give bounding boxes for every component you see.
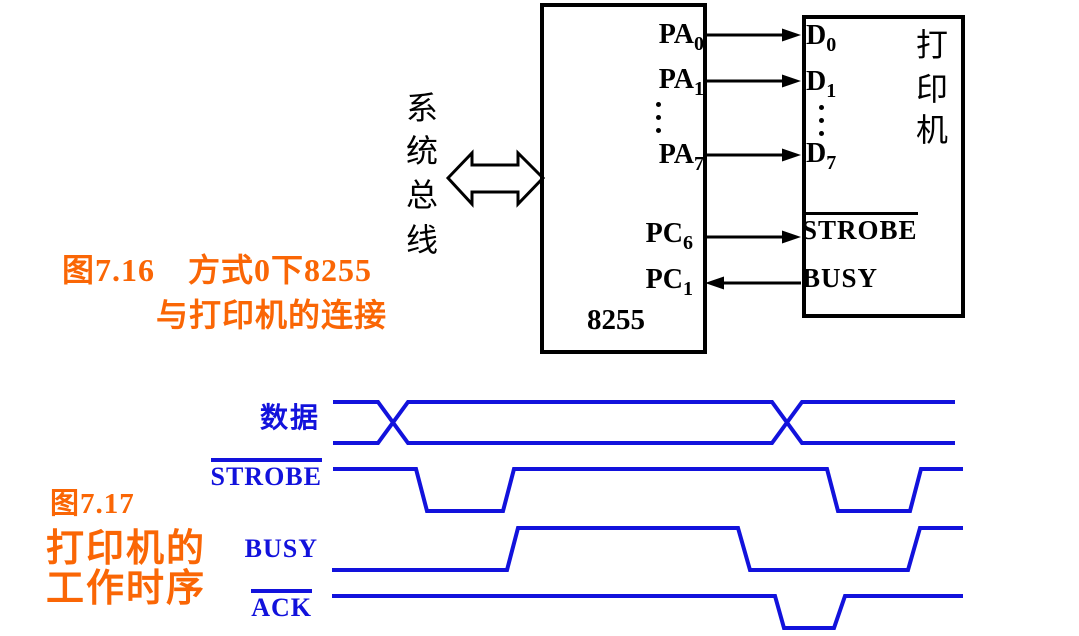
system-bus-char-1: 系 bbox=[406, 90, 439, 126]
printer-box bbox=[802, 15, 965, 318]
printer-name-char-2: 印 bbox=[916, 71, 949, 107]
signal-label-strobe: STROBE bbox=[210, 458, 322, 490]
printer-name-char-1: 打 bbox=[916, 27, 949, 63]
system-bus-double-arrow-icon bbox=[445, 149, 546, 208]
pin-d1: D1 bbox=[806, 66, 837, 102]
pin-pc6: PC6 bbox=[645, 218, 693, 254]
waveform-data-bus-b bbox=[333, 400, 955, 445]
chip-8255-box bbox=[540, 3, 707, 354]
pin-pa1: PA1 bbox=[658, 64, 704, 100]
pin-pa7: PA7 bbox=[658, 139, 704, 175]
figure-716-caption-line1: 图7.16 方式0下8255 bbox=[62, 252, 373, 288]
system-bus-char-2: 统 bbox=[406, 133, 439, 169]
pin-pa0: PA0 bbox=[658, 19, 704, 55]
signal-label-ack: ACK bbox=[251, 589, 312, 621]
system-bus-char-3: 总 bbox=[406, 177, 439, 213]
arrowhead-pa7-to-d7 bbox=[782, 148, 801, 162]
pin-d0: D0 bbox=[806, 20, 837, 56]
figure-717-caption-line1: 图7.17 bbox=[50, 488, 135, 520]
figure-717-caption-line3: 工作时序 bbox=[46, 568, 207, 610]
chip-name-label: 8255 bbox=[587, 304, 645, 336]
pin-busy: BUSY bbox=[802, 263, 879, 293]
pin-pc1: PC1 bbox=[645, 264, 693, 300]
figure-716-caption-line2: 与打印机的连接 bbox=[156, 297, 388, 333]
waveform-busy bbox=[332, 526, 963, 572]
arrowhead-pa1-to-d1 bbox=[782, 74, 801, 88]
figure-717-caption-line2: 打印机的 bbox=[46, 528, 207, 570]
printer-name-char-3: 机 bbox=[916, 112, 949, 148]
pin-strobe: STROBE bbox=[802, 212, 918, 244]
signal-label-busy: BUSY bbox=[244, 534, 318, 563]
printer-ports-ellipsis-icon bbox=[819, 105, 824, 136]
arrowhead-busy-to-pc1 bbox=[705, 276, 724, 290]
waveform-strobe bbox=[333, 467, 963, 513]
signal-label-data: 数据 bbox=[259, 403, 320, 434]
system-bus-char-4: 线 bbox=[406, 222, 439, 258]
waveform-data-bus-a bbox=[333, 400, 955, 445]
arrowhead-pc6-to-strobe bbox=[782, 230, 801, 244]
pin-d7: D7 bbox=[806, 138, 837, 174]
arrowhead-pa0-to-d0 bbox=[782, 28, 801, 42]
waveform-ack bbox=[332, 594, 963, 630]
chip-ports-ellipsis-icon bbox=[656, 102, 661, 133]
